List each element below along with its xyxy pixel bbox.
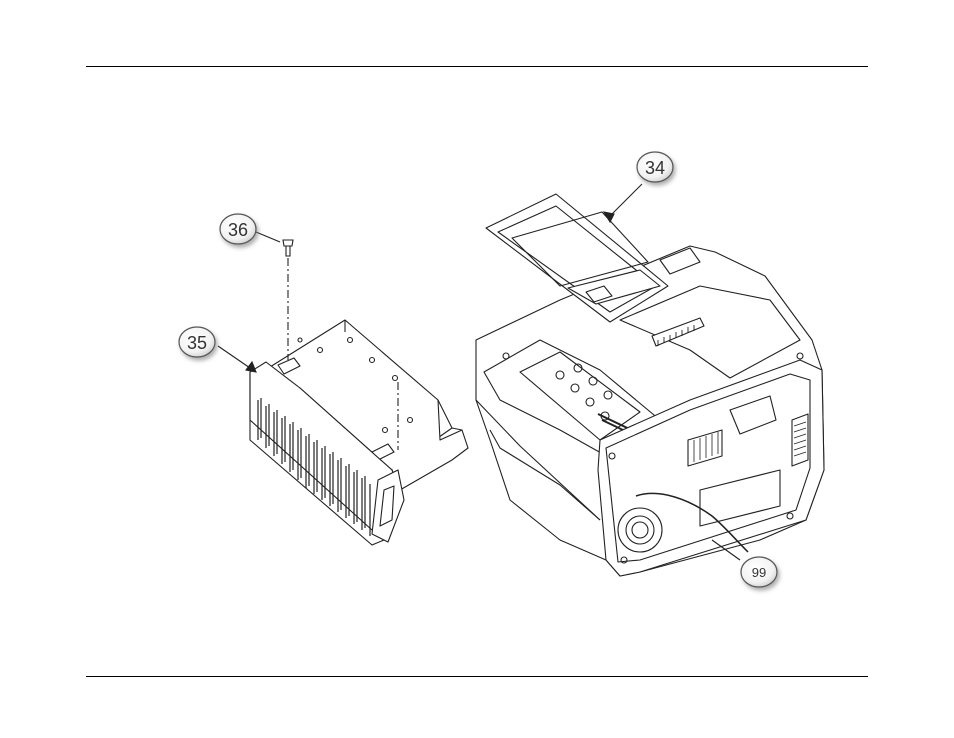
- callout-35-label: 35: [187, 333, 207, 353]
- heatsink-bracket-part: [250, 258, 468, 545]
- callout-36-label: 36: [228, 220, 248, 240]
- callout-34-label: 34: [645, 158, 665, 178]
- screw-part: [283, 240, 293, 256]
- callout-99-label: 99: [752, 565, 766, 580]
